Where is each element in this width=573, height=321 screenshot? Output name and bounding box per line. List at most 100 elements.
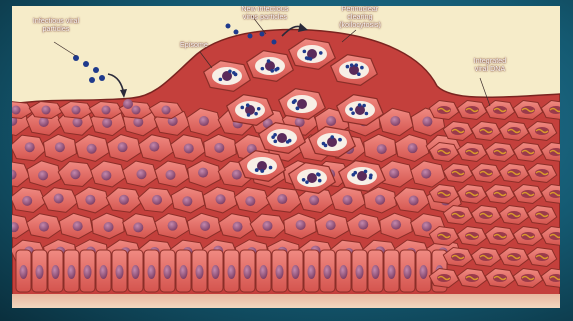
basal-nucleus	[244, 265, 252, 279]
koilocyte-nucleus	[265, 61, 275, 71]
cell-nucleus	[184, 143, 194, 153]
basal-nucleus	[52, 265, 60, 279]
cell-nucleus	[377, 144, 387, 154]
episome-particle	[219, 78, 223, 82]
basal-nucleus	[420, 265, 428, 279]
episome-particle	[317, 173, 321, 177]
episome-particle	[318, 179, 322, 183]
basal-nucleus	[260, 265, 268, 279]
basal-nucleus	[228, 265, 236, 279]
cell-nucleus	[118, 142, 128, 152]
episome-particle	[354, 63, 358, 67]
basal-nucleus	[356, 265, 364, 279]
episome-particle	[338, 138, 342, 142]
basal-nucleus	[20, 265, 28, 279]
episome-particle	[246, 103, 250, 107]
basal-nucleus	[212, 265, 220, 279]
basal-nucleus	[36, 265, 44, 279]
cell-nucleus	[54, 194, 64, 204]
cell-nucleus	[104, 222, 114, 232]
episome-particle	[247, 113, 251, 117]
episome-particle	[286, 140, 290, 144]
cell-nucleus	[375, 195, 385, 205]
episome-particle	[292, 100, 296, 104]
episome-particle	[255, 168, 259, 172]
cell-nucleus	[152, 195, 162, 205]
episome-particle	[365, 112, 369, 116]
cell-nucleus	[119, 195, 129, 205]
cell-nucleus	[102, 106, 111, 115]
episome-particle	[228, 69, 232, 73]
basal-nucleus	[164, 265, 172, 279]
cell-nucleus	[22, 196, 32, 206]
basal-nucleus	[388, 265, 396, 279]
label-new-particles: New infectious virus particles	[230, 6, 300, 22]
episome-particle	[257, 107, 261, 111]
episome-particle	[273, 133, 277, 137]
episome-particle	[270, 69, 274, 73]
cell-nucleus	[198, 168, 208, 178]
cell-nucleus	[216, 194, 226, 204]
integrated-dna-cells	[429, 101, 560, 288]
basal-nucleus	[404, 265, 412, 279]
cell-nucleus	[245, 196, 255, 206]
cell-nucleus	[149, 142, 159, 152]
cell-nucleus	[85, 195, 95, 205]
cell-nucleus	[102, 118, 112, 128]
episome-particle	[305, 180, 309, 184]
cell-nucleus	[390, 116, 400, 126]
cell-nucleus	[343, 195, 353, 205]
cell-nucleus	[296, 220, 306, 230]
koilocyte-nucleus	[277, 133, 287, 143]
episome-particle	[322, 142, 326, 146]
cell-nucleus	[422, 221, 432, 231]
cell-nucleus	[39, 222, 49, 232]
episome-particle	[234, 73, 238, 77]
cell-nucleus	[358, 220, 368, 230]
label-perinuclear-clearing: Perinuclear clearing (koilocytosis)	[330, 6, 390, 30]
episome-particle	[302, 178, 306, 182]
cell-nucleus	[232, 170, 242, 180]
episome-particle	[358, 103, 362, 107]
cell-nucleus	[162, 106, 171, 115]
basal-nucleus	[132, 265, 140, 279]
episome-particle	[303, 50, 307, 54]
cell-nucleus	[422, 117, 432, 127]
cell-nucleus	[326, 220, 336, 230]
episome-particle	[261, 169, 265, 173]
cell-nucleus	[389, 168, 399, 178]
basal-nucleus	[84, 265, 92, 279]
basal-nucleus	[276, 265, 284, 279]
basal-nucleus	[68, 265, 76, 279]
epithelium-diagram	[12, 6, 560, 308]
cell-nucleus	[132, 106, 141, 115]
cell-nucleus	[38, 170, 48, 180]
label-episome: Episome	[174, 42, 214, 50]
cell-nucleus	[166, 170, 176, 180]
cell-nucleus	[262, 221, 272, 231]
episome-particle	[269, 166, 273, 170]
cell-nucleus	[72, 106, 81, 115]
episome-particle	[240, 106, 244, 110]
episome-particle	[274, 68, 278, 72]
episome-particle	[351, 173, 355, 177]
cell-nucleus	[408, 143, 418, 153]
episome-particle	[349, 107, 353, 111]
basal-nucleus	[292, 265, 300, 279]
episome-particle	[273, 140, 277, 144]
cell-nucleus	[199, 116, 209, 126]
cell-nucleus	[70, 169, 80, 179]
cell-nucleus	[136, 169, 146, 179]
basement-membrane	[12, 294, 560, 308]
episome-particle	[267, 59, 271, 63]
cell-nucleus	[182, 196, 192, 206]
basal-nucleus	[116, 265, 124, 279]
episome-particle	[364, 170, 368, 174]
cell-nucleus	[133, 222, 143, 232]
episome-particle	[357, 72, 361, 76]
cell-nucleus	[55, 142, 65, 152]
episome-particle	[351, 111, 355, 115]
episome-particle	[296, 106, 300, 110]
episome-particle	[350, 63, 354, 67]
